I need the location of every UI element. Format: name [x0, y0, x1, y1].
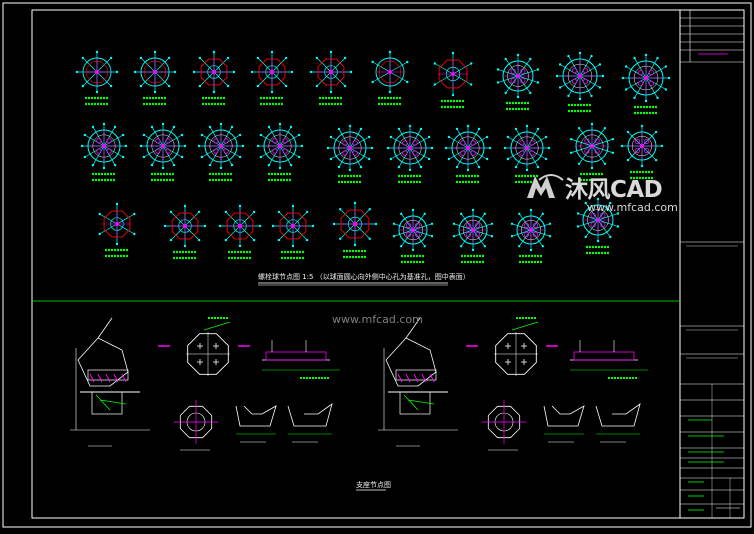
outer-border — [2, 2, 752, 528]
bolt-ball-node — [496, 53, 540, 111]
bolt-ball-node — [433, 51, 473, 109]
bolt-ball-node — [621, 53, 671, 115]
watermark-url: www.mfcad.com — [587, 201, 678, 214]
bolt-ball-node — [256, 122, 304, 182]
bolt-ball-node — [392, 208, 434, 264]
bolt-ball-node — [452, 208, 494, 264]
bolt-ball-nodes — [75, 50, 671, 264]
bolt-ball-node — [80, 122, 128, 182]
bolt-ball-node — [576, 197, 620, 255]
bolt-ball-node — [332, 201, 378, 259]
support-node-details — [70, 317, 648, 451]
bolt-ball-node — [139, 122, 187, 182]
section-title-bottom: 支座节点图 — [356, 481, 391, 489]
bolt-ball-node — [503, 124, 551, 184]
bolt-ball-node — [309, 50, 353, 106]
bolt-ball-node — [163, 204, 207, 260]
bolt-ball-node — [569, 122, 615, 182]
bolt-ball-node — [197, 122, 245, 182]
bolt-ball-node — [444, 124, 492, 184]
mfcad-watermark: 沐风CAD www.mfcad.com — [525, 170, 690, 220]
bolt-ball-node — [98, 202, 136, 258]
drawing-frame — [31, 9, 681, 519]
bolt-ball-node — [620, 124, 664, 180]
bolt-ball-node — [218, 204, 262, 260]
bolt-ball-node — [75, 50, 119, 106]
center-watermark: www.mfcad.com — [332, 313, 423, 326]
bolt-ball-node — [555, 51, 605, 113]
bolt-ball-node — [386, 124, 434, 184]
support-detail-group — [70, 317, 340, 451]
support-detail-group — [378, 317, 648, 451]
bolt-ball-node — [371, 50, 409, 106]
bolt-ball-node — [250, 50, 294, 106]
mfcad-logo-icon — [527, 174, 564, 198]
watermark-brand: 沐风CAD — [565, 177, 663, 203]
section-title-top: 螺栓球节点图 1:5 （以球面圆心向外侧中心孔为基准孔，图中表面） — [258, 273, 470, 281]
bolt-ball-node — [326, 124, 374, 184]
bolt-ball-node — [192, 50, 236, 106]
bolt-ball-node — [133, 50, 177, 106]
bolt-ball-node — [510, 208, 552, 264]
bolt-ball-node — [271, 204, 315, 260]
